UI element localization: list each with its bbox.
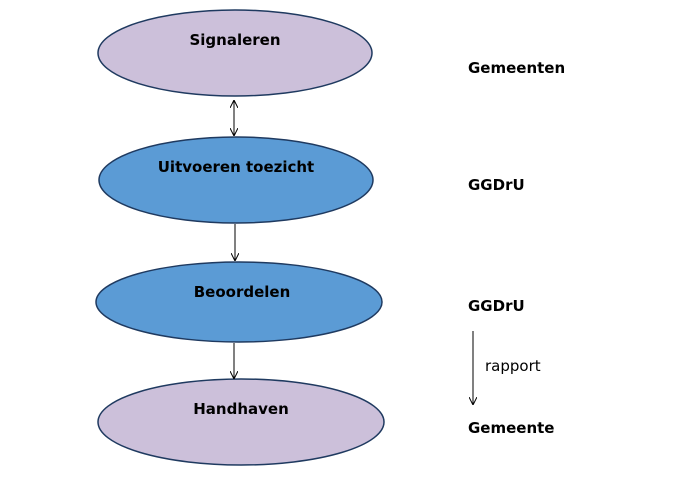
arrow-label: rapport bbox=[485, 357, 541, 375]
node-label: Beoordelen bbox=[193, 283, 291, 301]
node-signaleren bbox=[97, 9, 373, 97]
actor-label: Gemeenten bbox=[468, 59, 566, 77]
actor-label: GGDrU bbox=[468, 176, 525, 194]
node-label: Handhaven bbox=[193, 400, 289, 418]
node-beoordelen bbox=[95, 261, 383, 343]
node-handhaven bbox=[97, 378, 385, 466]
actor-label: Gemeente bbox=[468, 419, 555, 437]
node-uitvoeren-toezicht bbox=[98, 136, 374, 224]
node-label: Signaleren bbox=[189, 31, 281, 49]
node-label: Uitvoeren toezicht bbox=[157, 158, 315, 176]
actor-label: GGDrU bbox=[468, 297, 525, 315]
